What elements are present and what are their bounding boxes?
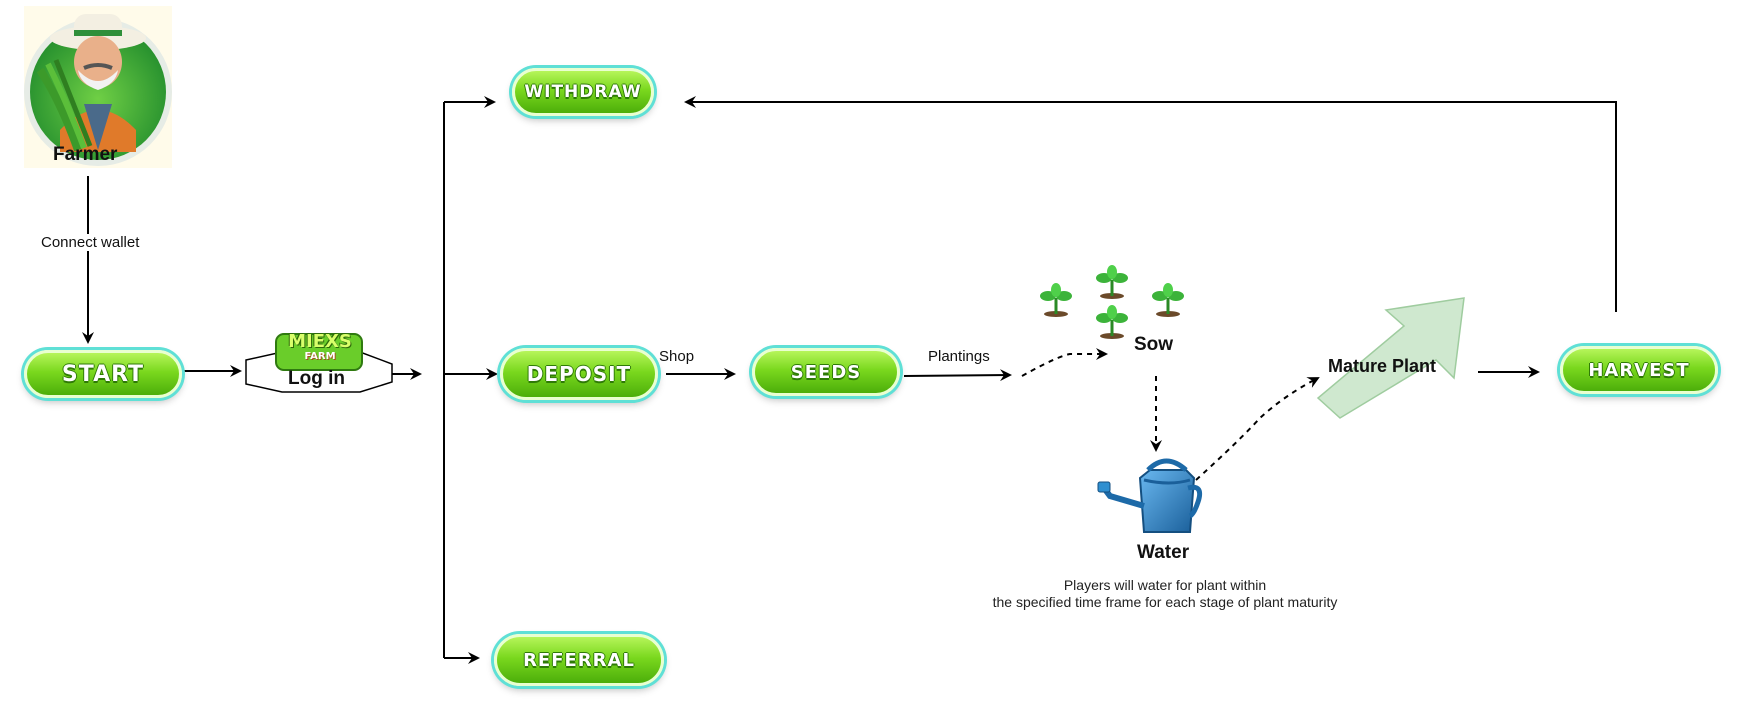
edge-harvest-withdraw: [684, 96, 1617, 312]
plantings-label: Plantings: [928, 348, 990, 365]
miexs-farm-logo: [275, 333, 363, 371]
edge-water-mature: [1195, 377, 1320, 481]
water-label: Water: [1137, 542, 1190, 563]
login-logo: MIEXS FARM: [278, 331, 362, 364]
deposit-button[interactable]: DEPOSIT: [500, 348, 658, 400]
logo-text-top: MIEXS: [288, 331, 352, 352]
water-note-line1: Players will water for plant within: [1063, 577, 1267, 593]
farmer-avatar: [24, 6, 172, 168]
login-label[interactable]: Log in: [288, 368, 345, 389]
sow-label: Sow: [1134, 334, 1174, 355]
withdraw-button[interactable]: WITHDRAW: [512, 68, 654, 116]
connect-wallet-label: Connect wallet: [40, 234, 141, 251]
edge-plantings-sow: [1021, 348, 1108, 377]
logo-text-bottom: FARM: [304, 351, 336, 362]
growth-arrow-icon: [1316, 297, 1465, 419]
login-node[interactable]: [245, 333, 393, 393]
referral-button[interactable]: REFERRAL: [494, 634, 664, 686]
seeds-button[interactable]: SEEDS: [752, 348, 900, 396]
edge-seeds-plantings: [903, 369, 1012, 382]
harvest-button[interactable]: HARVEST: [1560, 346, 1718, 394]
water-note: Players will water for plant within the …: [970, 577, 1360, 611]
sprouts-icon: [1040, 265, 1184, 339]
start-button[interactable]: START: [24, 350, 182, 398]
shop-label: Shop: [659, 348, 695, 365]
watering-can-icon: [1097, 458, 1203, 533]
mature-plant-label: Mature Plant: [1328, 356, 1437, 376]
farmer-label: Farmer: [53, 144, 118, 165]
water-note-line2: the specified time frame for each stage …: [992, 594, 1338, 610]
